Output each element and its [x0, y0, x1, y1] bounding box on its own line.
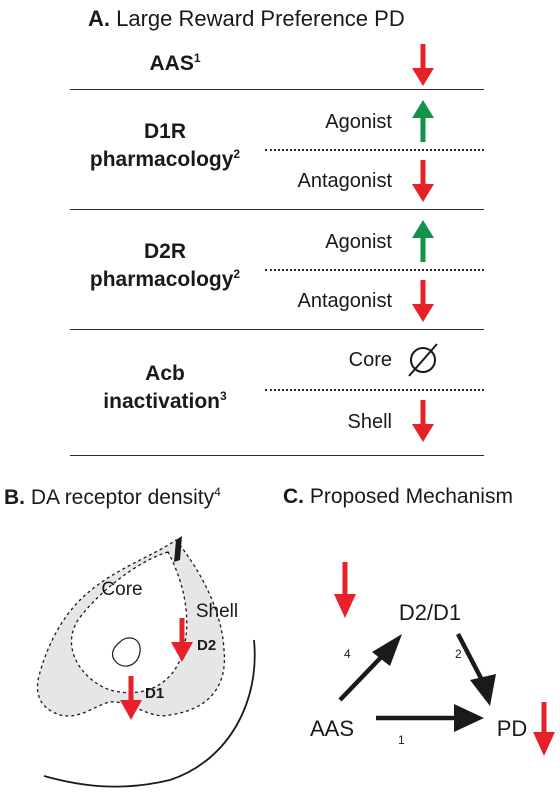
arrowhead: [454, 704, 484, 732]
row-aas-label: AAS1: [149, 51, 201, 75]
pd-decrease-arrow-icon: [533, 702, 555, 756]
panel-b-letter: B.: [4, 486, 25, 509]
acb-core-label: Core: [348, 349, 392, 371]
edge-label-4: 4: [344, 647, 351, 661]
node-pd: PD: [497, 716, 528, 741]
d2r-antagonist-label: Antagonist: [297, 290, 392, 312]
outer-boundary: [43, 639, 256, 788]
panel-c-title: C. Proposed Mechanism: [283, 485, 513, 509]
row-acb-label: Acb inactivation3: [103, 362, 227, 414]
row-d1r-label: D1R pharmacology2: [89, 120, 241, 172]
d2r-agonist-increase-arrow-icon: [412, 220, 434, 262]
aas-decrease-arrow-icon: [412, 44, 434, 86]
shell-decrease-arrow-icon: [412, 400, 434, 442]
edge-label-2: 2: [455, 647, 462, 661]
d1-decrease-arrow-icon: [120, 676, 142, 720]
shell-label: Shell: [196, 601, 238, 622]
dotted-divider: [265, 149, 484, 151]
d1r-antagonist-decrease-arrow-icon: [412, 160, 434, 202]
d2r-antagonist-decrease-arrow-icon: [412, 280, 434, 322]
node-d2d1: D2/D1: [399, 600, 461, 625]
panel-c-letter: C.: [283, 485, 304, 508]
divider-line: [70, 329, 484, 330]
dotted-divider: [265, 389, 484, 391]
d2-label: D2: [197, 637, 216, 654]
edge-label-1: 1: [398, 733, 405, 747]
d2-decrease-arrow-icon: [171, 618, 193, 662]
accumbens-diagram: Core Shell D2 D1: [36, 536, 256, 788]
d1r-agonist-label: Agonist: [325, 111, 392, 133]
arrowhead: [470, 674, 496, 706]
divider-line: [70, 89, 484, 90]
acb-shell-label: Shell: [347, 411, 392, 433]
core-region: [70, 551, 188, 694]
panel-c-title-text: Proposed Mechanism: [309, 485, 513, 508]
d1-label: D1: [145, 685, 164, 702]
d2d1-decrease-arrow-icon: [334, 562, 356, 618]
panel-a-title-text: Large Reward Preference PD: [116, 6, 405, 31]
anterior-commissure: [111, 637, 141, 667]
d1r-antagonist-label: Antagonist: [297, 170, 392, 192]
d2r-agonist-label: Agonist: [325, 231, 392, 253]
node-aas: AAS: [310, 716, 354, 741]
core-label: Core: [101, 579, 142, 600]
dotted-divider: [265, 269, 484, 271]
row-d2r-label: D2R pharmacology2: [89, 240, 241, 292]
divider-line: [70, 209, 484, 210]
panel-a-title: A. Large Reward Preference PD: [88, 6, 405, 32]
panel-b-title-text: DA receptor density: [30, 486, 215, 509]
mechanism-diagram: D2/D1 4 2 1 AAS PD: [310, 562, 555, 756]
arrowhead: [372, 634, 402, 666]
core-no-effect-icon: [408, 343, 438, 377]
panel-b-title: B. DA receptor density4: [4, 485, 221, 509]
panel-a-letter: A.: [88, 6, 110, 31]
d1r-agonist-increase-arrow-icon: [412, 100, 434, 142]
divider-line: [70, 455, 484, 456]
